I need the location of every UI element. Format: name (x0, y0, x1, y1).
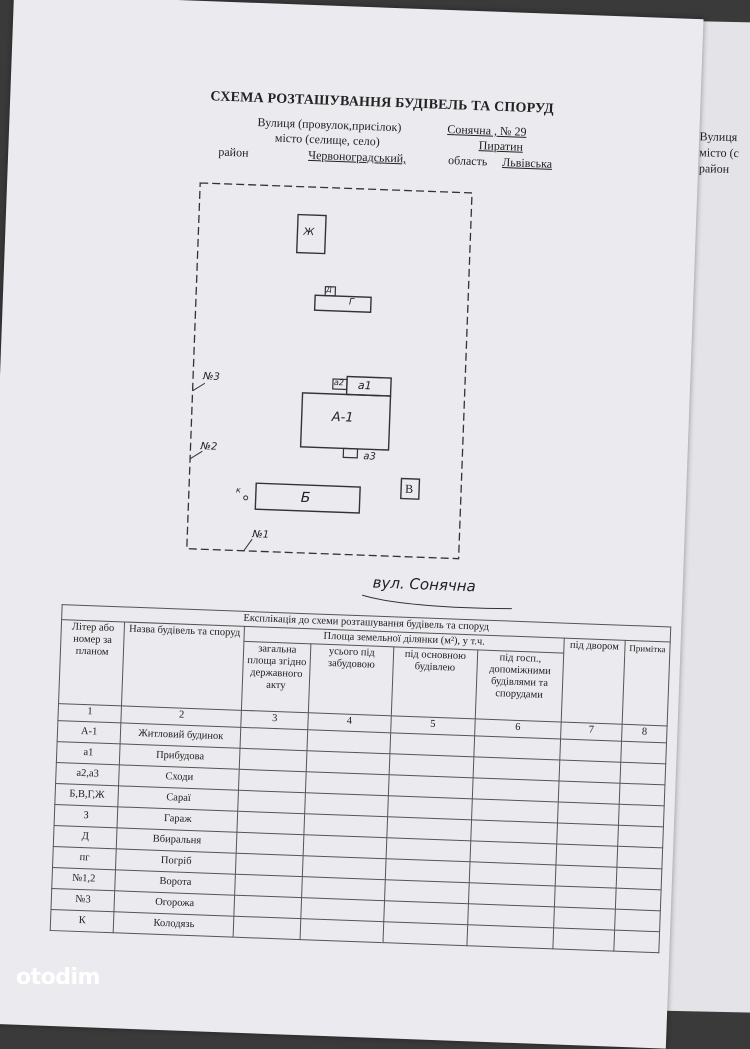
header-aux: під госп., допоміжними будівлями та спор… (475, 649, 564, 723)
empty-cell (239, 748, 307, 772)
document-sheet: СХЕМА РОЗТАШУВАННЯ БУДІВЕЛЬ ТА СПОРУД Ву… (0, 0, 704, 1049)
empty-cell (240, 727, 308, 751)
row-code: №1,2 (51, 867, 116, 891)
building-v (400, 477, 421, 500)
empty-cell (238, 790, 306, 814)
header-note: Примітка (622, 640, 671, 726)
label-g: Г (348, 297, 355, 308)
label-a1: а1 (357, 378, 372, 393)
empty-cell (616, 846, 663, 869)
empty-cell (300, 897, 385, 922)
label-n3: №3 (202, 371, 221, 383)
empty-cell (238, 769, 307, 793)
header-litera: Літер або номер за планом (58, 619, 125, 706)
label-zh: Ж (303, 226, 315, 239)
header-total: загальна площа згідно державного акту (241, 641, 311, 713)
building-g (313, 294, 372, 314)
empty-cell (236, 832, 304, 856)
empty-cell (303, 813, 388, 838)
header-main: під основною будівлею (390, 646, 478, 719)
empty-cell (382, 921, 468, 946)
row-code: А-1 (57, 720, 122, 744)
row-name: Колодязь (113, 911, 235, 938)
row-code: а2,а3 (55, 762, 120, 786)
empty-cell (554, 885, 617, 910)
row-code: Б,В,Г,Ж (54, 783, 119, 807)
empty-cell (235, 853, 303, 877)
empty-cell (302, 834, 387, 859)
empty-cell (234, 895, 302, 919)
empty-cell (304, 792, 388, 817)
empty-cell (614, 909, 661, 932)
empty-cell (554, 864, 617, 889)
empty-cell (618, 804, 665, 827)
empty-cell (557, 801, 620, 826)
row-code: №3 (50, 888, 116, 912)
empty-cell (558, 760, 621, 784)
label-house-a1: А-1 (331, 409, 354, 426)
column-number: 8 (621, 724, 668, 743)
label-b: Б (300, 489, 311, 507)
well-marker (243, 495, 249, 501)
label-d: Д (326, 285, 332, 294)
label-n1: №1 (252, 529, 270, 541)
back-district-label: район (698, 161, 730, 176)
site-plan (0, 0, 704, 639)
empty-cell (306, 750, 390, 775)
street-caption: вул. Сонячна (372, 573, 477, 596)
empty-cell (558, 780, 621, 805)
empty-cell (237, 811, 305, 835)
empty-cell (301, 876, 385, 901)
street-underline (362, 594, 512, 610)
empty-cell (613, 930, 660, 953)
empty-cell (556, 822, 619, 847)
empty-cell (467, 924, 554, 949)
row-code: К (50, 909, 115, 933)
label-n2: №2 (200, 441, 218, 453)
back-city-label: місто (с (699, 145, 740, 161)
label-a3: а3 (363, 451, 376, 463)
empty-cell (235, 874, 303, 898)
explication-table: Експлікація до схеми розташування будіве… (50, 604, 672, 953)
empty-cell (620, 741, 667, 764)
building-zh (295, 213, 327, 255)
row-code: пг (52, 846, 117, 870)
plot-boundary (186, 182, 473, 560)
empty-cell (616, 867, 662, 890)
empty-cell (620, 762, 666, 785)
label-v: В (404, 481, 414, 496)
empty-cell (552, 927, 615, 952)
gate-n1-mark (243, 538, 253, 552)
empty-cell (233, 916, 301, 940)
row-code: а1 (56, 741, 121, 765)
row-code: Д (53, 825, 118, 849)
building-b (254, 482, 361, 514)
label-k: к (235, 485, 241, 495)
fence-n3-mark (192, 382, 206, 392)
empty-cell (302, 855, 386, 880)
empty-cell (305, 771, 389, 796)
header-name: Назва будівель та споруд (121, 621, 245, 711)
watermark-logo: otodim (16, 965, 100, 990)
empty-cell (619, 783, 665, 806)
empty-cell (615, 888, 662, 911)
empty-cell (299, 918, 384, 943)
empty-cell (553, 906, 616, 931)
label-a2: а2 (333, 377, 345, 388)
gate-n2-mark (189, 450, 203, 460)
header-yard: під двором (560, 638, 626, 725)
empty-cell (617, 825, 664, 848)
empty-cell (306, 729, 391, 754)
back-street-label: Вулиця (699, 129, 738, 145)
header-built: усього під забудовою (308, 643, 394, 716)
empty-cell (555, 843, 618, 868)
row-code: З (54, 804, 119, 828)
empty-cell (559, 739, 622, 763)
stairs-a3 (342, 447, 359, 459)
